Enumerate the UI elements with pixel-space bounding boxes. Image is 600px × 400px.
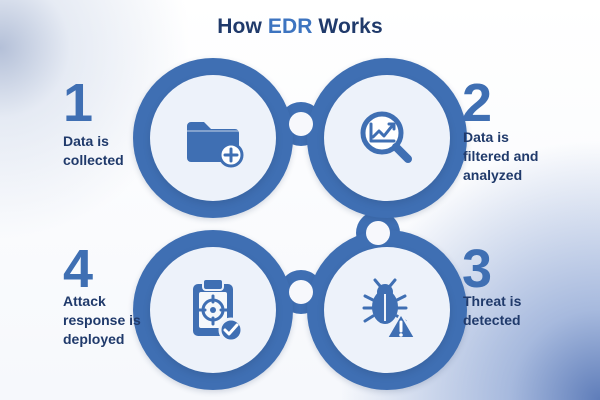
step-4-circle	[133, 230, 293, 390]
title-prefix: How	[217, 15, 262, 38]
step-3-label: Threat is detected	[463, 293, 522, 328]
title-suffix: Works	[318, 15, 383, 38]
step-1-label: Data is collected	[63, 133, 124, 168]
step-1-circle	[133, 58, 293, 218]
step-2-label: Data is filtered and analyzed	[463, 129, 539, 183]
step-1-number: 1	[63, 73, 94, 133]
step-4-number: 4	[63, 239, 94, 299]
bug-warning-icon	[349, 272, 425, 348]
connector-bottom-hole	[289, 280, 313, 304]
page-title: How EDR Works	[0, 15, 600, 39]
step-3-number: 3	[462, 239, 493, 299]
step-3-circle	[307, 230, 467, 390]
title-highlight: EDR	[267, 15, 313, 38]
step-2-number: 2	[462, 73, 493, 133]
folder-plus-icon	[175, 100, 251, 176]
step-4-label: Attack response is deployed	[63, 293, 141, 347]
connector-right-hole	[366, 221, 390, 245]
connector-top-hole	[289, 112, 313, 136]
clipboard-target-icon	[175, 272, 251, 348]
magnifier-chart-icon	[349, 100, 425, 176]
step-2-circle	[307, 58, 467, 218]
